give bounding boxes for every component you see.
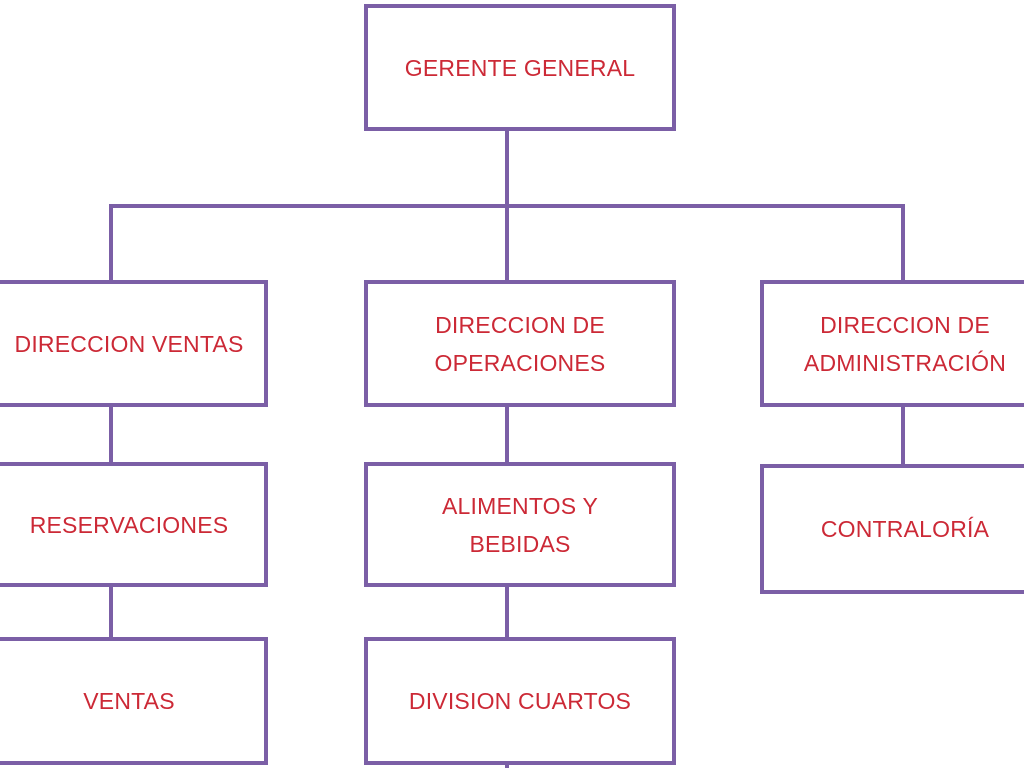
connector-center-drop	[505, 204, 509, 282]
node-label: CONTRALORÍA	[820, 516, 990, 542]
node-label: DIRECCION DE OPERACIONES	[434, 311, 606, 376]
node-direccion-operaciones: DIRECCION DE OPERACIONES	[364, 280, 676, 407]
node-label: VENTAS	[83, 688, 175, 714]
node-label: ALIMENTOS Y BEBIDAS	[441, 492, 598, 557]
connector-ventas-to-reservaciones	[109, 404, 113, 464]
connector-alimentos-to-division	[505, 584, 509, 640]
node-label: RESERVACIONES	[29, 511, 229, 538]
connector-right-drop	[901, 204, 905, 282]
node-label: GERENTE GENERAL	[404, 54, 636, 81]
connector-administracion-to-contraloria	[901, 404, 905, 466]
connector-operaciones-to-alimentos	[505, 404, 509, 464]
node-gerente-general: GERENTE GENERAL	[364, 4, 676, 131]
node-direccion-administracion: DIRECCION DE ADMINISTRACIÓN	[760, 280, 1024, 407]
node-division-cuartos: DIVISION CUARTOS	[364, 637, 676, 765]
node-label: DIRECCION VENTAS	[14, 330, 244, 357]
node-reservaciones: RESERVACIONES	[0, 462, 268, 587]
node-ventas: VENTAS	[0, 637, 268, 765]
connector-root-down	[505, 128, 509, 208]
node-contraloria: CONTRALORÍA	[760, 464, 1024, 594]
node-alimentos-bebidas: ALIMENTOS Y BEBIDAS	[364, 462, 676, 587]
node-label: DIVISION CUARTOS	[408, 688, 632, 714]
node-direccion-ventas: DIRECCION VENTAS	[0, 280, 268, 407]
node-label: DIRECCION DE ADMINISTRACIÓN	[803, 311, 1007, 376]
connector-left-drop	[109, 204, 113, 282]
connector-reservaciones-to-ventas	[109, 584, 113, 640]
connector-division-down	[505, 762, 509, 768]
